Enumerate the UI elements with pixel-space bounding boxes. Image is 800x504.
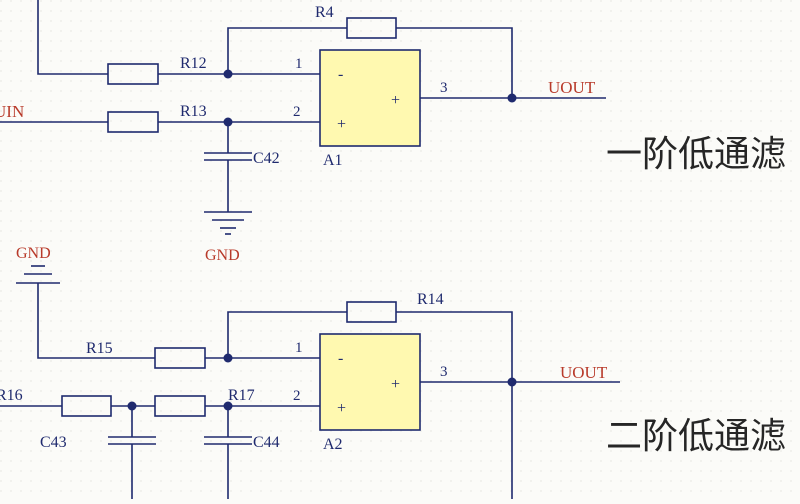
label-r12: R12 [180, 55, 207, 72]
net-label-uout-top: UOUT [548, 78, 596, 97]
wire-feedback-right [396, 27, 513, 98]
wire-feedback-left-bottom [227, 311, 347, 358]
junction-dot [223, 401, 233, 411]
label-c44: C44 [253, 434, 280, 451]
resistor-r16 [61, 395, 112, 417]
resistor-r17 [154, 395, 206, 417]
wire-feedback-left [227, 27, 347, 74]
net-label-uout-bottom: UOUT [560, 363, 608, 382]
net-label-uin: UIN [0, 102, 24, 121]
junction-dot [223, 69, 233, 79]
junction-dot [507, 93, 517, 103]
pin-3: 3 [440, 80, 448, 96]
label-a1: A1 [323, 152, 343, 169]
bottom-circuit: GND - + + [0, 245, 786, 499]
top-circuit: - + + 1 2 3 R4 R12 R13 C42 A1 GND UIN UO… [0, 0, 786, 264]
opamp-a1 [319, 49, 421, 147]
opamp-a1-minus: - [338, 66, 343, 83]
resistor-r13 [107, 111, 159, 133]
label-c43: C43 [40, 434, 67, 451]
label-r17: R17 [228, 387, 255, 404]
opamp-a1-plus-in: + [337, 116, 346, 133]
junction-dot [507, 377, 517, 387]
opamp-a2-minus: - [338, 350, 343, 367]
title-first-order-lowpass: 一阶低通滤 [606, 134, 786, 175]
opamp-a2-plus-out: + [391, 376, 400, 393]
resistor-r4 [346, 17, 397, 39]
label-c42: C42 [253, 150, 280, 167]
junction-dot [223, 353, 233, 363]
label-gnd-top: GND [205, 247, 240, 264]
opamp-a2 [319, 333, 421, 431]
opamp-a1-plus-out: + [391, 92, 400, 109]
resistor-r15 [154, 347, 206, 369]
label-r14: R14 [417, 291, 444, 308]
label-gnd-bottom: GND [16, 245, 51, 262]
junction-dot [127, 401, 137, 411]
pin-2: 2 [293, 104, 301, 120]
pin-1: 1 [295, 56, 303, 72]
label-r16: R16 [0, 387, 23, 404]
wire-left-top [37, 0, 108, 75]
pin-2: 2 [293, 388, 301, 404]
wire-feedback-right-bottom [396, 311, 513, 382]
pin-1: 1 [295, 340, 303, 356]
label-r13: R13 [180, 103, 207, 120]
wire-gnd-to-r15 [37, 283, 155, 359]
label-r4: R4 [315, 4, 334, 21]
pin-3: 3 [440, 364, 448, 380]
junction-dot [223, 117, 233, 127]
label-r15: R15 [86, 340, 113, 357]
resistor-r14 [346, 301, 397, 323]
opamp-a2-plus-in: + [337, 400, 346, 417]
label-a2: A2 [323, 436, 343, 453]
title-second-order-lowpass: 二阶低通滤 [606, 416, 786, 457]
resistor-r12 [107, 63, 159, 85]
